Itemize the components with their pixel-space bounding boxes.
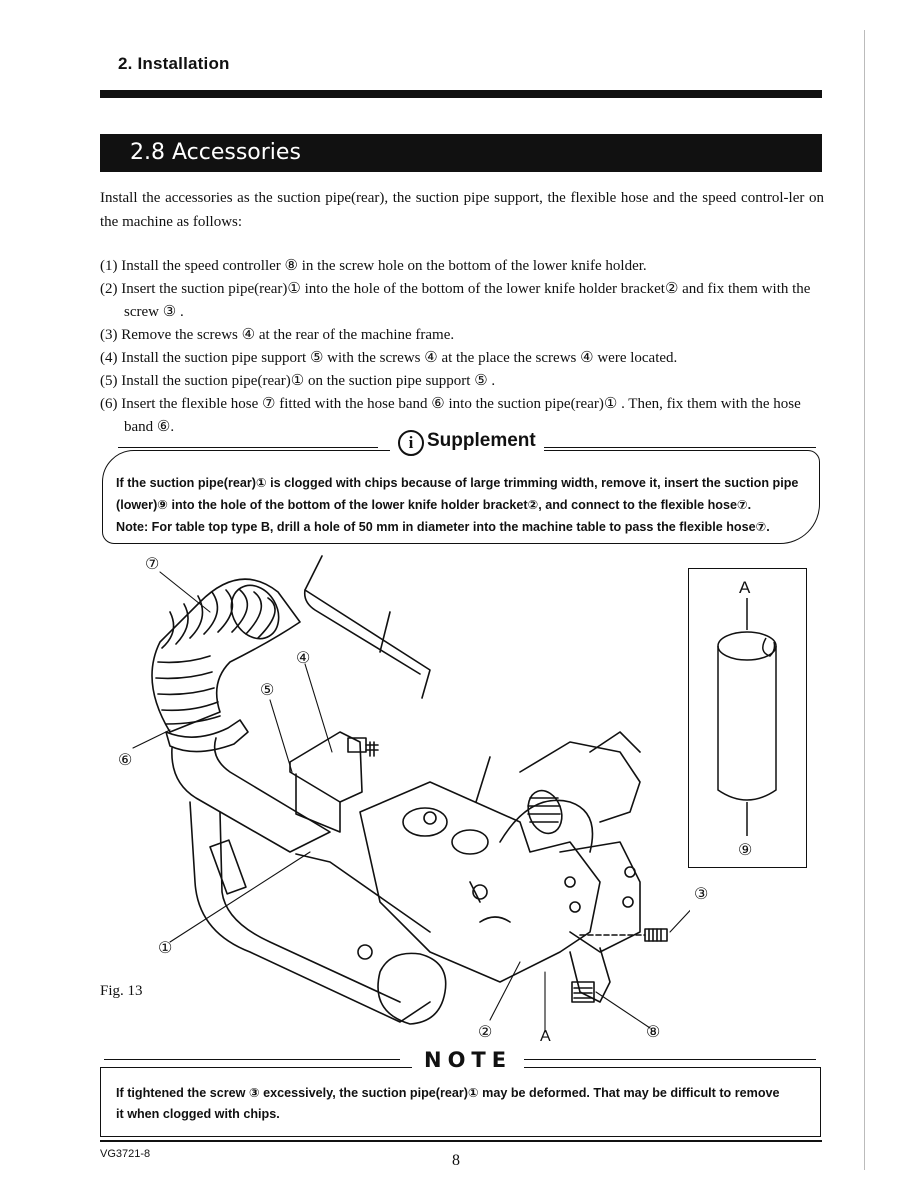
step-text: . Then, fix them with the hose band	[124, 396, 801, 435]
step-text: and fix them with the screw	[124, 281, 811, 320]
callout-4: ④	[296, 650, 311, 667]
part-reference-number: ⑥	[431, 396, 445, 412]
suction-pipe-rear	[171, 737, 447, 1025]
intro-paragraph: Install the accessories as the suction p…	[100, 190, 824, 230]
step-text: at the rear of the machine frame.	[255, 327, 455, 343]
part-reference-number: ③	[162, 304, 177, 320]
step-text: (4) Install the suction pipe support	[100, 350, 310, 366]
note-heading: NOTE	[412, 1048, 525, 1072]
part-reference-number: ④	[424, 350, 438, 366]
step-text: fitted with the hose band	[275, 396, 432, 412]
note-rule-left	[104, 1059, 400, 1060]
instruction-step: (1) Install the speed controller ⑧ in th…	[100, 255, 824, 278]
step-text: (3) Remove the screws	[100, 327, 242, 343]
part-reference-number: ⑧	[284, 258, 298, 274]
leader-lines	[132, 571, 690, 1033]
part-reference-number: ①	[290, 373, 305, 389]
header-rule	[100, 90, 822, 98]
instruction-step: (5) Install the suction pipe(rear)① on t…	[100, 370, 824, 393]
callout-2: ②	[478, 1024, 493, 1041]
table-edge	[303, 589, 421, 675]
instruction-step: (3) Remove the screws ④ at the rear of t…	[100, 324, 824, 347]
step-text: into the hole of the bottom of the lower…	[300, 281, 665, 297]
part-reference-number: ④	[580, 350, 594, 366]
part-reference-number: ⑤	[309, 350, 324, 366]
step-text: (1) Install the speed controller	[100, 258, 285, 274]
screw-3	[579, 928, 668, 942]
table-top-outline	[304, 555, 431, 699]
step-text: .	[176, 304, 184, 320]
speed-controller	[569, 947, 611, 1003]
part-reference-number: ⑤	[474, 373, 488, 389]
callout-1: ①	[158, 940, 173, 957]
hose-band	[165, 719, 249, 753]
part-reference-number: ⑦	[262, 396, 276, 412]
step-text: were located.	[593, 350, 678, 366]
callout-a: A	[540, 1028, 551, 1045]
note-rule-right	[516, 1059, 816, 1060]
chapter-heading: 2. Installation	[118, 54, 230, 73]
step-text: on the suction pipe support	[304, 373, 475, 389]
part-reference-number: ①	[287, 281, 301, 297]
footer-rule	[100, 1140, 822, 1142]
instruction-step: (6) Insert the flexible hose ⑦ fitted wi…	[100, 393, 824, 439]
callout-5: ⑤	[260, 682, 275, 699]
step-text: (2) Insert the suction pipe(rear)	[100, 281, 288, 297]
part-reference-number: ①	[603, 396, 618, 412]
suction-pipe-lower-drawing	[717, 598, 777, 836]
note-line: it when clogged with chips.	[116, 1107, 280, 1121]
step-text: .	[170, 419, 175, 435]
page-edge-line	[864, 30, 865, 1170]
step-text: with the screws	[323, 350, 425, 366]
suction-pipe-support	[289, 731, 379, 833]
inset-label-a: A	[739, 578, 751, 597]
callout-8: ⑧	[646, 1024, 661, 1041]
supplement-rule-left	[118, 447, 378, 448]
note-text: If tightened the screw ③ excessively, th…	[116, 1083, 812, 1125]
document-code: VG3721-8	[100, 1148, 151, 1160]
step-text: at the place the screws	[437, 350, 581, 366]
step-text: in the screw hole on the bottom of the l…	[297, 258, 647, 274]
part-reference-number: ⑥	[156, 419, 171, 435]
info-icon: i	[398, 430, 424, 456]
part-reference-number: ④	[241, 327, 256, 343]
supplement-line: (lower)⑨ into the hole of the bottom of …	[116, 498, 752, 512]
table-leader	[379, 611, 391, 653]
callout-6: ⑥	[118, 752, 133, 769]
callout-7: ⑦	[145, 556, 160, 573]
step-text: .	[487, 373, 496, 389]
supplement-line: Note: For table top type B, drill a hole…	[116, 520, 770, 534]
part-reference-number: ②	[664, 281, 679, 297]
inset-label-9: ⑨	[738, 842, 753, 859]
figure-caption: Fig. 13	[100, 983, 143, 999]
flexible-hose	[151, 578, 301, 733]
step-text: (6) Insert the flexible hose	[100, 396, 263, 412]
instruction-step: (2) Insert the suction pipe(rear)① into …	[100, 278, 824, 324]
machine-body	[357, 731, 641, 983]
supplement-text: If the suction pipe(rear)① is clogged wi…	[116, 472, 810, 538]
page-number: 8	[452, 1152, 460, 1169]
step-text: (5) Install the suction pipe(rear)	[100, 373, 291, 389]
instruction-step: (4) Install the suction pipe support ⑤ w…	[100, 347, 824, 370]
step-text: into the suction pipe(rear)	[444, 396, 604, 412]
inset-detail-box	[688, 568, 807, 868]
section-title: 2.8 Accessories	[100, 134, 822, 172]
note-line: If tightened the screw ③ excessively, th…	[116, 1086, 780, 1100]
instruction-list: (1) Install the speed controller ⑧ in th…	[100, 255, 824, 439]
callout-3: ③	[694, 886, 709, 903]
supplement-line: If the suction pipe(rear)① is clogged wi…	[116, 476, 799, 490]
machine-illustration	[132, 555, 690, 1033]
supplement-rule-right	[540, 447, 816, 448]
supplement-heading-text: Supplement	[427, 430, 536, 451]
